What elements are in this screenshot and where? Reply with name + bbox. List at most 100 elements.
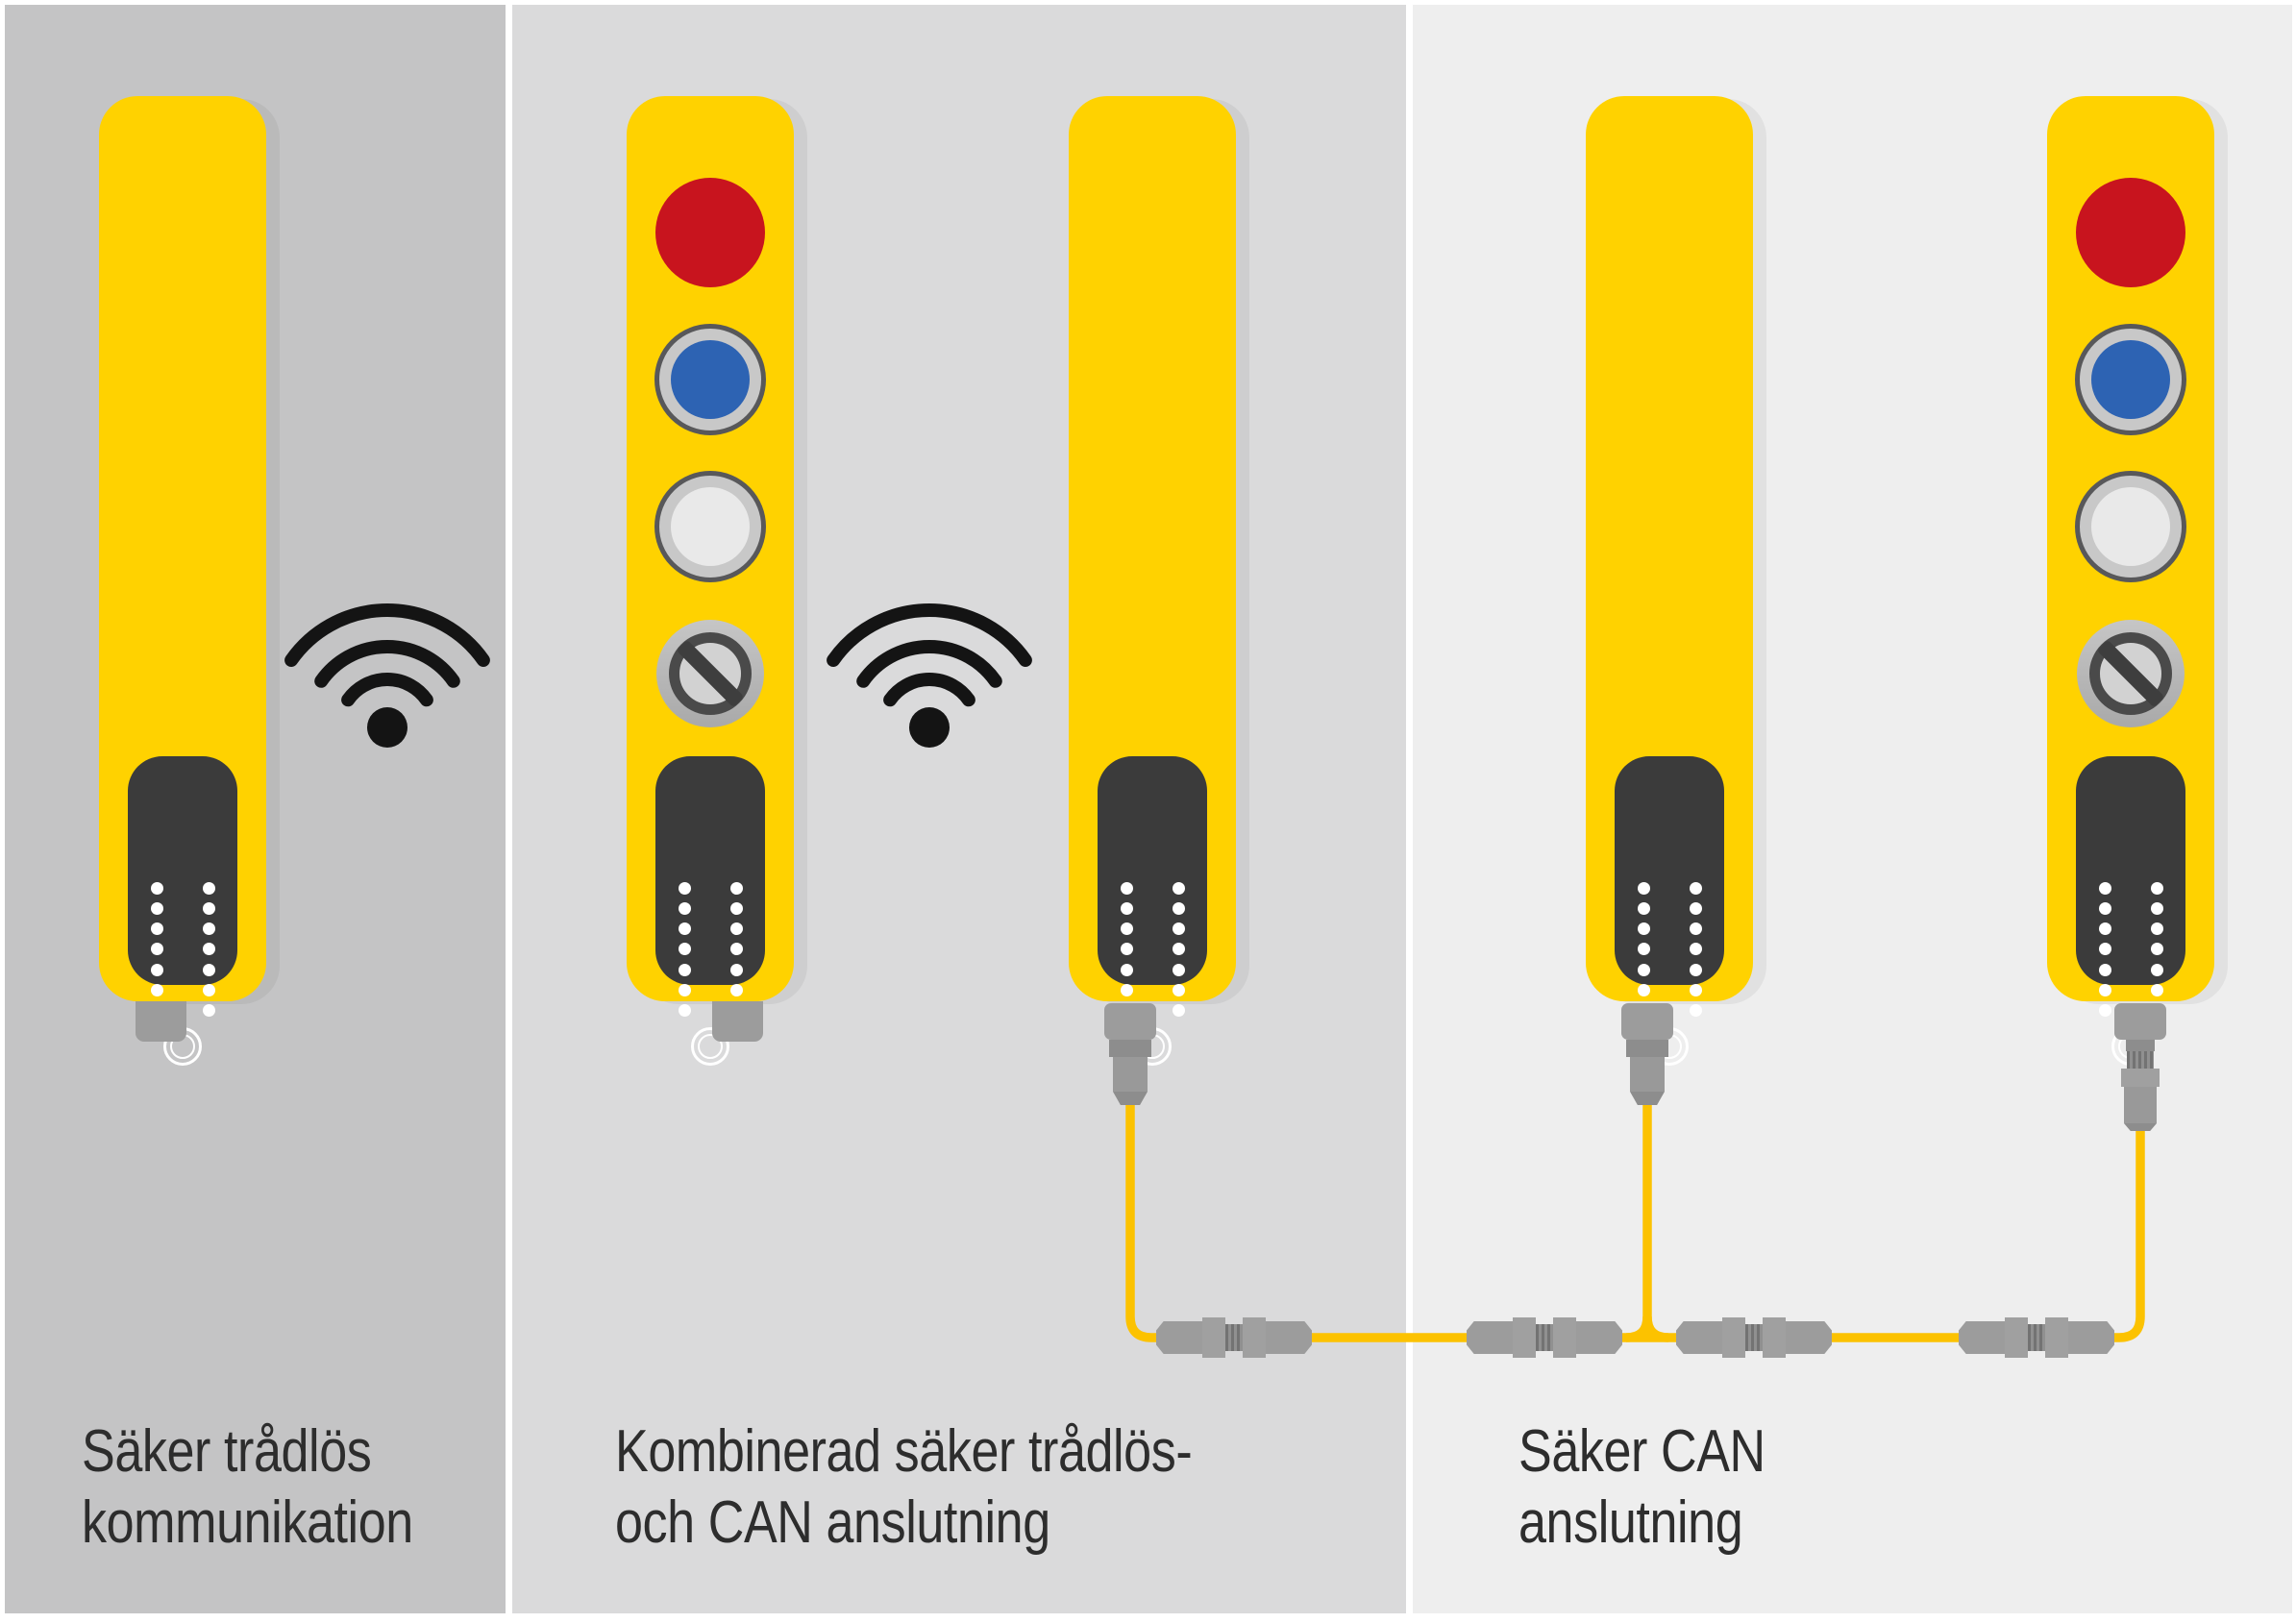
connector-pin xyxy=(729,964,743,976)
pin-connector-block xyxy=(128,756,237,1066)
connector-body-right xyxy=(1576,1321,1622,1354)
key-switch xyxy=(2077,620,2185,727)
device-can-plain xyxy=(1586,96,1753,1105)
connector-pin xyxy=(2150,943,2163,955)
cable-plug-top xyxy=(1621,1003,1673,1040)
connector-thread xyxy=(1225,1324,1243,1351)
connector-pin xyxy=(2098,922,2111,935)
connector-pin xyxy=(729,922,743,935)
cable-plug-step xyxy=(1626,1040,1668,1057)
pin-connector-block xyxy=(655,756,765,1066)
connector-pin xyxy=(729,984,743,996)
connector-pin xyxy=(1120,902,1133,915)
connector-pin xyxy=(2098,1004,2111,1017)
connector-thread xyxy=(2028,1324,2045,1351)
connector-pin xyxy=(202,882,215,895)
connector-collar xyxy=(1243,1317,1266,1358)
connector-collar xyxy=(1763,1317,1786,1358)
connector-collar xyxy=(1202,1317,1225,1358)
wifi-icon xyxy=(284,603,490,748)
connector-pin xyxy=(729,882,743,895)
connector-pin xyxy=(2098,964,2111,976)
device-can-buttons xyxy=(2047,96,2214,1131)
connector-collar xyxy=(2005,1317,2028,1358)
connector-collar xyxy=(2045,1317,2068,1358)
connector-pin xyxy=(1689,984,1702,996)
cable-plug-taper xyxy=(2124,1123,2157,1131)
connector-pin xyxy=(2098,882,2111,895)
can-cable xyxy=(2118,1126,2145,1342)
panel-label-line: Säker trådlös xyxy=(82,1418,372,1485)
connector-pin xyxy=(202,1004,215,1017)
connector-pin xyxy=(1689,922,1702,935)
connector-pin xyxy=(2150,922,2163,935)
connector-pin xyxy=(1120,964,1133,976)
connector-body-left xyxy=(1467,1321,1513,1354)
connector-pin xyxy=(1689,1004,1702,1017)
white-pushbutton xyxy=(654,471,766,582)
connector-pin xyxy=(202,964,215,976)
connector-pin xyxy=(150,902,163,915)
connector-pin xyxy=(729,943,743,955)
button-face xyxy=(671,487,750,566)
connector-collar xyxy=(1513,1317,1536,1358)
connector-pin xyxy=(1689,943,1702,955)
connector-pin xyxy=(1172,882,1185,895)
button-face xyxy=(671,340,750,419)
connector-pin xyxy=(2098,943,2111,955)
key-switch xyxy=(656,620,764,727)
connector-pin xyxy=(1637,984,1650,996)
connector-pin xyxy=(1172,984,1185,996)
connector-pin xyxy=(1120,984,1133,996)
connector-pin xyxy=(2098,902,2111,915)
connector-pin xyxy=(1172,1004,1185,1017)
device-combined-can xyxy=(1069,96,1236,1105)
connector-pin xyxy=(202,984,215,996)
panel-label: Säker CAN anslutning xyxy=(1518,1416,1765,1559)
connector-pin xyxy=(1120,922,1133,935)
connector-pin xyxy=(678,902,691,915)
cable-plug-thread xyxy=(2127,1051,2154,1069)
connector-body-right xyxy=(1786,1321,1832,1354)
m12-connector-pair xyxy=(1467,1316,1622,1360)
connector-pin xyxy=(678,943,691,955)
panel-label-line: kommunikation xyxy=(82,1489,413,1556)
emergency-stop-button xyxy=(655,178,765,287)
connector-pin xyxy=(150,922,163,935)
connector-pin xyxy=(678,984,691,996)
panel-label: Kombinerad säker trådlös- och CAN anslut… xyxy=(615,1416,1193,1559)
connector-pin xyxy=(1120,943,1133,955)
connector-ring-inner xyxy=(698,1034,723,1059)
m12-connector-pair xyxy=(1676,1316,1832,1360)
connector-pin xyxy=(202,902,215,915)
pin-connector-block xyxy=(1615,756,1724,1066)
connector-pin xyxy=(1637,882,1650,895)
connector-body-left xyxy=(1676,1321,1722,1354)
connector-thread xyxy=(1536,1324,1553,1351)
connector-pin xyxy=(2150,902,2163,915)
connector-pin xyxy=(150,882,163,895)
device-wireless xyxy=(99,96,266,1066)
connector-pin xyxy=(150,964,163,976)
connector-body-right xyxy=(2068,1321,2114,1354)
cable-plug-body xyxy=(2124,1087,2157,1123)
blue-pushbutton xyxy=(2075,324,2186,435)
mount-stub xyxy=(711,1001,763,1042)
button-face xyxy=(2091,340,2170,419)
connector-pin xyxy=(202,922,215,935)
cable-plug-taper xyxy=(1113,1092,1148,1105)
cable-plug-collar xyxy=(2121,1069,2160,1087)
can-cable xyxy=(1642,1316,1669,1342)
wifi-icon xyxy=(827,603,1032,748)
device-combined-buttons xyxy=(627,96,794,1066)
connector-body-left xyxy=(1156,1321,1202,1354)
cable-plug-body xyxy=(1113,1057,1148,1092)
connector-body-right xyxy=(1266,1321,1312,1354)
panel-label-line: Kombinerad säker trådlös- xyxy=(615,1418,1193,1485)
connector-pin xyxy=(2150,984,2163,996)
connector-pin xyxy=(1689,964,1702,976)
connector-body-left xyxy=(1959,1321,2005,1354)
mount-stub xyxy=(135,1001,186,1042)
